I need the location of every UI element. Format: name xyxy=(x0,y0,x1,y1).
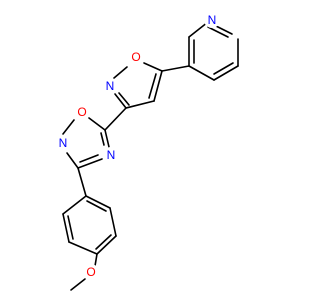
atom-label-bg xyxy=(204,12,220,28)
atom-label-isoxazole-o: O xyxy=(131,50,140,64)
bond xyxy=(66,152,79,169)
bond xyxy=(213,65,239,81)
bond xyxy=(77,167,87,197)
bond xyxy=(213,62,234,75)
bonds-group xyxy=(62,21,239,291)
atom-label-bg xyxy=(83,264,99,280)
bond xyxy=(100,132,105,146)
bond xyxy=(62,119,75,135)
bond xyxy=(148,73,157,99)
atom-label-oxadiazole-o: O xyxy=(77,105,86,119)
atom-label-bg xyxy=(55,135,71,151)
atom-label-oxadiazole-n-left: N xyxy=(59,136,68,150)
bond xyxy=(62,213,70,243)
bond xyxy=(96,235,117,255)
atom-label-bg xyxy=(103,147,119,163)
bond xyxy=(114,93,127,109)
bond xyxy=(79,154,99,163)
bond xyxy=(161,65,190,72)
bond xyxy=(95,234,112,250)
bond xyxy=(88,117,106,131)
bond xyxy=(85,195,111,209)
bond xyxy=(86,200,107,212)
bond xyxy=(70,278,86,291)
bond xyxy=(188,65,215,81)
bond xyxy=(109,207,117,237)
bond xyxy=(68,241,98,255)
bond xyxy=(207,26,229,38)
bond xyxy=(62,195,87,215)
bond xyxy=(188,21,209,38)
bond xyxy=(118,92,130,106)
bond xyxy=(143,62,163,72)
bond xyxy=(104,129,110,148)
atom-label-bg xyxy=(102,78,118,94)
atom-label-bg xyxy=(74,104,90,120)
atom-label-pyridine-n: N xyxy=(208,13,217,27)
molecule-structure-canvas: N O N O N N O xyxy=(55,12,239,291)
bond xyxy=(104,107,127,131)
bond xyxy=(77,158,103,169)
molecule-diagram: N O N O N N O xyxy=(55,12,239,291)
atom-labels-group: N O N O N N O xyxy=(55,12,220,280)
atom-label-isoxazole-n: N xyxy=(106,79,115,93)
bond xyxy=(125,100,155,109)
bond xyxy=(153,70,163,102)
atom-label-oxadiazole-n-right: N xyxy=(107,148,116,162)
atom-label-bg xyxy=(128,49,144,65)
atom-label-methoxy-o: O xyxy=(86,265,95,279)
bond xyxy=(113,66,128,79)
bond xyxy=(67,215,74,240)
bond xyxy=(94,253,98,267)
